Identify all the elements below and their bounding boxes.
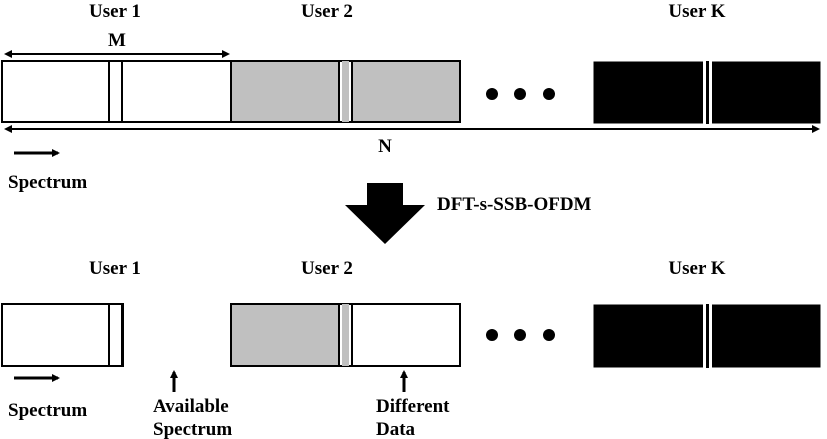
bottom-ellipsis-dot [543, 329, 555, 341]
bottom-user-1-block [1, 303, 124, 367]
bottom-user-1-divider [108, 303, 123, 367]
bottom-user-2-block [230, 303, 461, 367]
top-user-2-label: User 2 [301, 1, 353, 22]
top-spectrum-label: Spectrum [8, 172, 87, 193]
top-ellipsis-dot [514, 88, 526, 100]
bottom-user-2-gray-half [230, 303, 340, 367]
top-ellipsis [486, 88, 555, 100]
m-label: M [108, 30, 126, 51]
top-user-1-block [1, 60, 232, 123]
bottom-user-k-divider-inner [706, 304, 709, 368]
top-user-1-divider [108, 60, 123, 123]
top-user-k-label: User K [668, 1, 725, 22]
top-user-2-block [230, 60, 461, 123]
available-spectrum-label-line2: Spectrum [153, 419, 232, 439]
bottom-ellipsis [486, 329, 555, 341]
down-arrow-icon [345, 183, 425, 244]
top-user-k-block [592, 60, 822, 125]
bottom-user-k-label: User K [668, 258, 725, 279]
bottom-ellipsis-dot [486, 329, 498, 341]
top-user-k-divider-inner [706, 61, 709, 124]
transform-label: DFT-s-SSB-OFDM [437, 194, 592, 215]
bottom-user-1-block-rect [1, 303, 124, 367]
top-user-2-divider-inner [342, 61, 349, 122]
bottom-user-k-block [592, 303, 822, 369]
top-user-1-label: User 1 [89, 1, 141, 22]
bottom-user-2-label: User 2 [301, 258, 353, 279]
bottom-spectrum-label: Spectrum [8, 400, 87, 421]
available-spectrum-label-line1: Available [153, 396, 229, 417]
top-ellipsis-dot [543, 88, 555, 100]
different-data-label-line1: Different [376, 396, 450, 417]
different-data-label-line2: Data [376, 419, 416, 439]
n-label: N [378, 136, 392, 157]
top-ellipsis-dot [486, 88, 498, 100]
down-arrow-shape [345, 183, 425, 244]
bottom-user-1-label: User 1 [89, 258, 141, 279]
bottom-user-2-divider-inner [342, 304, 349, 366]
bottom-ellipsis-dot [514, 329, 526, 341]
